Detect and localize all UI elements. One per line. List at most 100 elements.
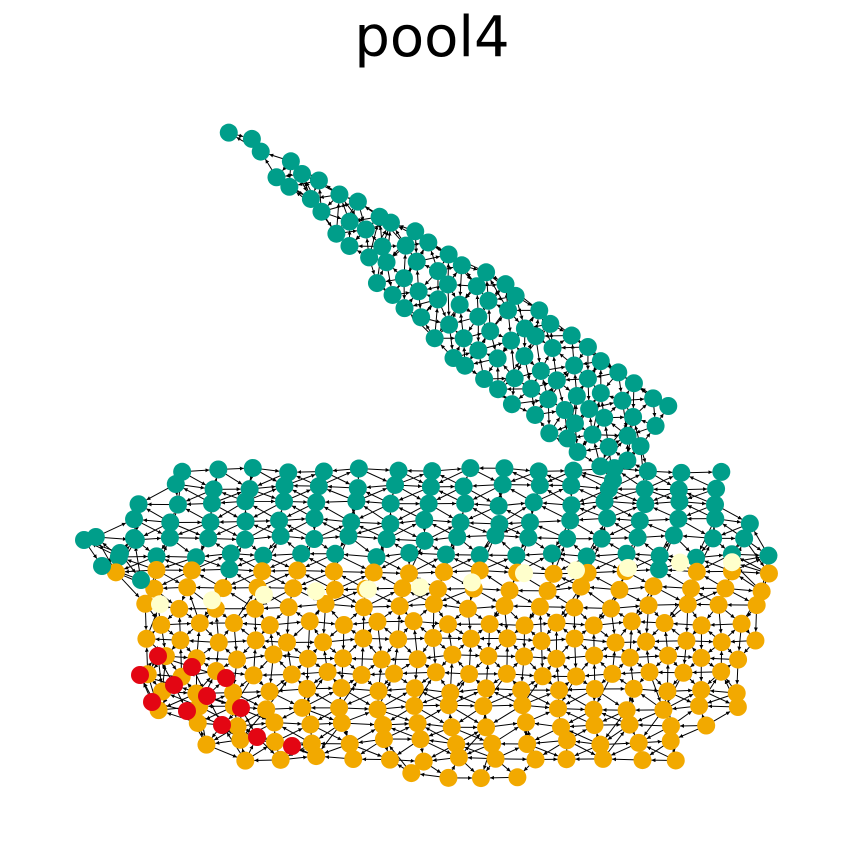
graph-node-teal xyxy=(349,459,368,478)
graph-node-teal xyxy=(360,248,379,267)
graph-node-orange xyxy=(260,682,279,701)
graph-node-orange xyxy=(547,649,566,668)
graph-node-orange xyxy=(145,579,164,598)
graph-node-orange xyxy=(340,734,359,753)
graph-node-teal xyxy=(707,479,726,498)
graph-node-orange xyxy=(414,752,433,771)
graph-node-orange xyxy=(674,663,693,682)
graph-node-red xyxy=(149,647,167,665)
graph-node-teal xyxy=(592,529,611,548)
graph-node-teal xyxy=(221,544,240,563)
graph-node-teal xyxy=(477,263,496,282)
graph-node-teal xyxy=(436,545,455,564)
graph-node-teal xyxy=(428,290,447,309)
graph-node-orange xyxy=(477,718,496,737)
graph-node-teal xyxy=(280,177,299,196)
graph-node-orange xyxy=(334,649,353,668)
graph-node-teal xyxy=(412,308,431,327)
graph-node-teal xyxy=(636,495,655,514)
graph-node-teal xyxy=(254,546,273,565)
graph-node-teal xyxy=(342,513,361,532)
graph-node-teal xyxy=(421,477,440,496)
graph-node-orange xyxy=(368,700,387,719)
graph-node-teal xyxy=(565,414,584,433)
graph-node-orange xyxy=(654,700,673,719)
graph-node-teal xyxy=(624,374,643,393)
graph-node-teal xyxy=(204,480,223,499)
graph-node-teal xyxy=(558,429,577,448)
graph-node-orange xyxy=(530,597,549,616)
graph-node-orange xyxy=(622,612,641,631)
graph-node-orange xyxy=(692,681,711,700)
graph-node-teal xyxy=(564,461,583,480)
graph-node-orange xyxy=(620,648,639,667)
graph-node-orange xyxy=(512,681,531,700)
graph-node-cream xyxy=(203,591,221,610)
graph-node-cream xyxy=(307,582,325,601)
graph-node-orange xyxy=(424,629,443,648)
graph-node-teal xyxy=(613,391,632,410)
graph-node-orange xyxy=(288,561,307,580)
graph-node-orange xyxy=(572,577,591,596)
graph-node-teal xyxy=(530,301,549,320)
graph-node-orange xyxy=(655,614,674,633)
graph-node-teal xyxy=(381,213,400,232)
graph-node-teal xyxy=(624,407,643,426)
graph-node-teal xyxy=(499,301,518,320)
graph-node-orange xyxy=(265,713,284,732)
graph-node-teal xyxy=(400,543,419,562)
graph-node-orange xyxy=(610,580,629,599)
graph-node-orange xyxy=(443,645,462,664)
graph-node-teal xyxy=(488,349,507,368)
graph-node-teal xyxy=(650,546,669,565)
graph-node-teal xyxy=(541,314,560,333)
graph-node-teal xyxy=(635,480,654,499)
graph-node-teal xyxy=(160,528,179,547)
graph-node-teal xyxy=(407,252,426,271)
graph-node-orange xyxy=(497,664,516,683)
graph-node-teal xyxy=(292,544,311,563)
graph-node-teal xyxy=(493,475,512,494)
graph-node-teal xyxy=(644,389,663,408)
graph-node-teal xyxy=(706,509,725,528)
graph-node-orange xyxy=(460,664,479,683)
graph-node-teal xyxy=(243,458,262,477)
graph-node-orange xyxy=(471,769,490,788)
graph-node-orange xyxy=(500,581,519,600)
graph-node-teal xyxy=(577,547,596,566)
graph-node-teal xyxy=(562,476,581,495)
graph-node-teal xyxy=(580,400,599,419)
graph-node-red xyxy=(283,737,301,755)
graph-node-teal xyxy=(486,526,505,545)
graph-node-orange xyxy=(442,718,461,737)
graph-node-orange xyxy=(538,581,557,600)
graph-node-cream xyxy=(567,561,585,580)
graph-node-orange xyxy=(712,662,731,681)
graph-node-orange xyxy=(624,679,643,698)
graph-node-teal xyxy=(409,282,428,301)
graph-node-teal xyxy=(542,544,561,563)
graph-node-orange xyxy=(449,748,468,767)
graph-node-orange xyxy=(727,684,746,703)
graph-node-teal xyxy=(470,546,489,565)
graph-node-red xyxy=(217,669,235,687)
graph-node-teal xyxy=(438,275,457,294)
graph-node-teal xyxy=(389,461,408,480)
figure-title: pool4 xyxy=(354,5,510,70)
graph-node-orange xyxy=(639,596,658,615)
graph-node-teal xyxy=(630,511,649,530)
graph-node-teal xyxy=(454,329,473,348)
graph-node-orange xyxy=(330,698,349,717)
graph-node-teal xyxy=(526,405,545,424)
graph-node-teal xyxy=(502,395,521,414)
graph-node-teal xyxy=(507,546,526,565)
graph-node-teal xyxy=(519,528,538,547)
graph-node-teal xyxy=(419,494,438,513)
graph-node-teal xyxy=(591,384,610,403)
graph-node-teal xyxy=(456,494,475,513)
graph-node-cream xyxy=(411,578,429,597)
graph-node-teal xyxy=(301,189,320,208)
graph-node-red xyxy=(165,676,183,694)
graph-node-teal xyxy=(377,530,396,549)
graph-node-orange xyxy=(620,715,639,734)
